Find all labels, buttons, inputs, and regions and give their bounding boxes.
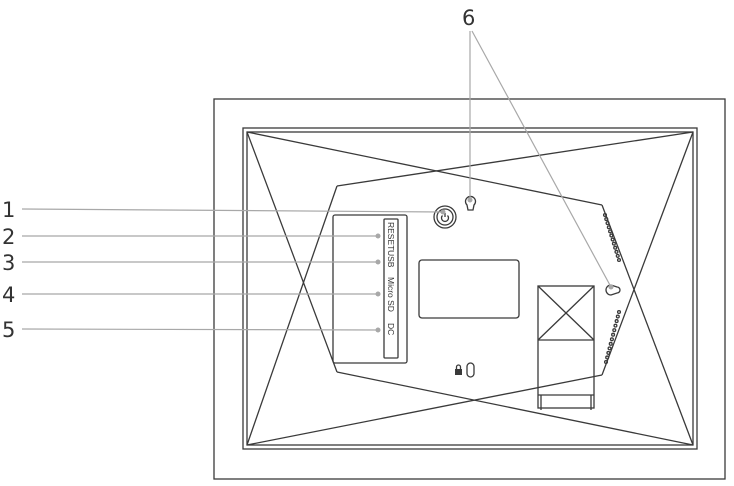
speaker-hole xyxy=(616,257,622,263)
speaker-hole xyxy=(614,249,619,254)
callout-number: 4 xyxy=(2,283,15,307)
callout-number: 3 xyxy=(2,251,15,275)
power-icon xyxy=(440,213,450,223)
callout-line xyxy=(21,208,444,213)
speaker-hole xyxy=(609,233,614,238)
port-label-dc: DC xyxy=(386,323,396,335)
speaker-holes xyxy=(602,212,622,365)
speaker-hole xyxy=(613,323,618,328)
speaker-hole xyxy=(603,359,609,365)
lock-icon xyxy=(455,364,462,375)
keyhole-icon xyxy=(464,195,477,211)
callout-number: 5 xyxy=(2,318,15,342)
port-label-reset: RESET xyxy=(386,222,396,250)
speaker-hole xyxy=(611,332,616,337)
label-area xyxy=(418,259,520,319)
callout-line xyxy=(471,30,612,288)
keyhole-icon xyxy=(605,284,621,296)
speaker-hole xyxy=(613,245,618,250)
callout-dot xyxy=(375,291,381,297)
speaker-hole xyxy=(608,341,613,346)
port-panel xyxy=(332,214,408,364)
callout-number: 6 xyxy=(462,6,475,30)
speaker-hole xyxy=(615,253,620,258)
lock-slot xyxy=(466,362,475,378)
callout-line xyxy=(21,328,379,331)
callout-number: 2 xyxy=(2,225,15,249)
speaker-hole xyxy=(614,319,619,324)
port-label-strip xyxy=(383,218,399,359)
speaker-hole xyxy=(605,355,610,360)
speaker-hole xyxy=(605,221,610,226)
speaker-hole xyxy=(609,337,614,342)
port-label-microsd: Micro SD xyxy=(386,277,396,312)
speaker-hole xyxy=(606,350,611,355)
speaker-hole xyxy=(606,225,611,230)
speaker-hole xyxy=(602,212,608,218)
callout-dot xyxy=(375,259,381,265)
stand xyxy=(537,285,595,410)
port-label-usb: USB xyxy=(386,250,396,268)
speaker-hole xyxy=(611,241,616,246)
callout-number: 1 xyxy=(2,198,15,222)
callout-dot xyxy=(467,197,473,203)
callout-dot xyxy=(375,327,381,333)
speaker-hole xyxy=(616,309,622,315)
speaker-hole xyxy=(608,229,613,234)
speaker-hole xyxy=(612,328,617,333)
speaker-hole xyxy=(610,237,615,242)
back-panel-lines xyxy=(246,131,694,446)
speaker-hole xyxy=(615,314,620,319)
callout-dot xyxy=(440,209,446,215)
callout-dot xyxy=(608,284,614,290)
power-button[interactable] xyxy=(433,205,457,229)
callout-dot xyxy=(375,233,381,239)
speaker-hole xyxy=(604,217,609,222)
speaker-hole xyxy=(607,346,612,351)
